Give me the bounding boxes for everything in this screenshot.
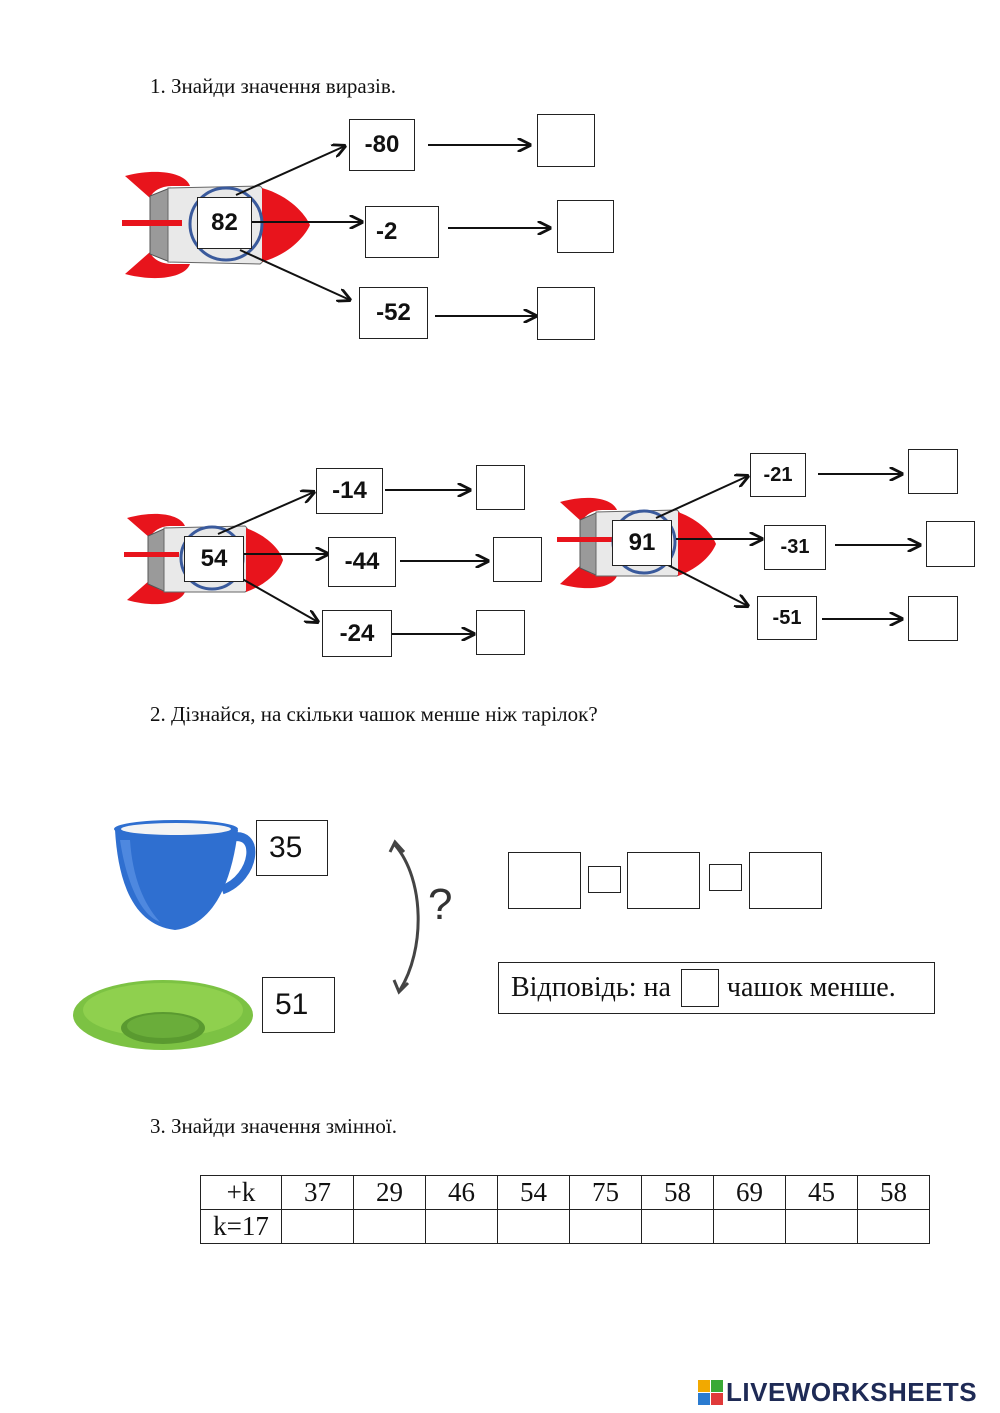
table-value-cell: 58 [641,1175,714,1210]
rocket3-answer-2[interactable] [926,521,975,567]
variable-table: +k 37 29 46 54 75 58 69 45 58 k=17 [200,1175,930,1244]
rocket1-answer-2[interactable] [557,200,614,253]
rocket2-answer-3[interactable] [476,610,525,655]
rocket1-op-1: -80 [349,119,415,171]
rocket3-answer-3[interactable] [908,596,958,641]
table-value-cell: 75 [569,1175,642,1210]
rocket2-start-number: 54 [184,536,244,582]
rocket1-answer-1[interactable] [537,114,595,167]
table-answer-cell[interactable] [353,1209,426,1244]
rocket2-answer-2[interactable] [493,537,542,582]
table-row-values: +k 37 29 46 54 75 58 69 45 58 [200,1175,930,1210]
rocket2-answer-1[interactable] [476,465,525,510]
equation-box-3[interactable] [749,852,822,909]
table-answer-cell[interactable] [713,1209,786,1244]
liveworksheets-logo-text: LIVEWORKSHEETS [726,1377,978,1407]
row-header-k17: k=17 [200,1209,282,1244]
row-header-k: +k [200,1175,282,1210]
table-value-cell: 69 [713,1175,786,1210]
cups-count: 35 [256,820,328,876]
plate-icon [73,980,253,1050]
table-answer-cell[interactable] [785,1209,858,1244]
table-value-cell: 46 [425,1175,498,1210]
rocket2-op-2: -44 [328,537,396,587]
rocket1-start-number: 82 [197,197,252,249]
answer-prefix: Відповідь: на [511,972,671,1003]
task1-title: 1. Знайди значення виразів. [150,74,397,98]
plates-count: 51 [262,977,335,1033]
equation-box-1[interactable] [508,852,581,909]
equation-sign-1[interactable] [588,866,621,893]
task3-title: 3. Знайди значення змінної. [150,1114,397,1138]
table-value-cell: 45 [785,1175,858,1210]
question-mark: ? [428,880,453,929]
rocket2-op-3: -24 [322,610,392,657]
table-answer-cell[interactable] [569,1209,642,1244]
rocket3-start-number: 91 [612,520,672,566]
rocket3-answer-1[interactable] [908,449,958,494]
answer-suffix: чашок менше. [726,972,896,1003]
rocket2-op-1: -14 [316,468,383,514]
task2-title: 2. Дізнайся, на скільки чашок менше ніж … [150,702,598,726]
equation-sign-2[interactable] [709,864,742,891]
table-value-cell: 37 [281,1175,354,1210]
table-value-cell: 29 [353,1175,426,1210]
compare-arrow-icon [388,839,420,995]
rocket3-op-1: -21 [750,453,806,497]
rocket1-answer-3[interactable] [537,287,595,340]
table-answer-cell[interactable] [857,1209,930,1244]
rocket3-op-3: -51 [757,596,817,640]
rocket1-op-2: -2 [365,206,439,258]
table-value-cell: 58 [857,1175,930,1210]
liveworksheets-logo-icon [698,1380,723,1405]
equation-box-2[interactable] [627,852,700,909]
rocket1-op-3: -52 [359,287,428,339]
table-row-answers: k=17 [200,1209,930,1244]
rocket3-op-2: -31 [764,525,826,570]
cup-icon [114,820,256,930]
table-answer-cell[interactable] [425,1209,498,1244]
table-answer-cell[interactable] [641,1209,714,1244]
table-value-cell: 54 [497,1175,570,1210]
answer-input-box[interactable] [680,969,719,1007]
table-answer-cell[interactable] [497,1209,570,1244]
answer-sentence: Відповідь: на чашок менше. [498,962,935,1014]
table-answer-cell[interactable] [281,1209,354,1244]
